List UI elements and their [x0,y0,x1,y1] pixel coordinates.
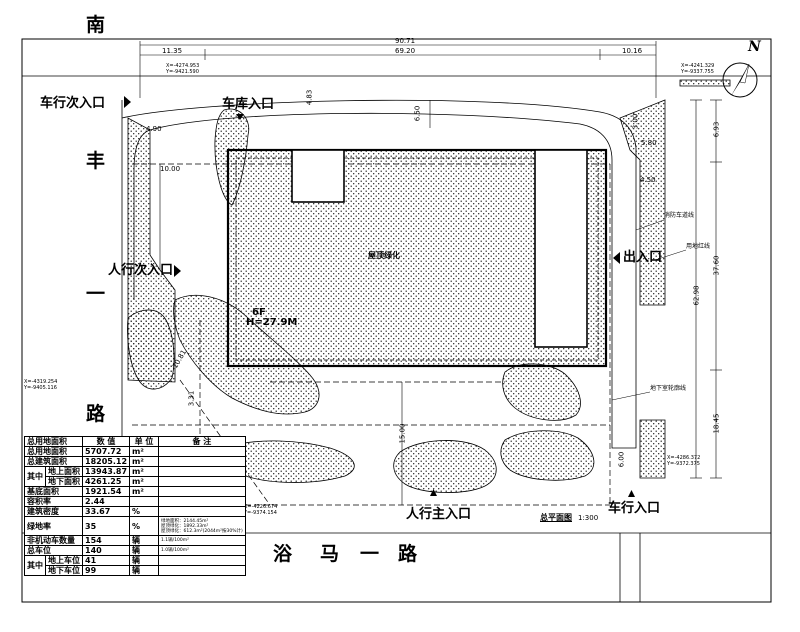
table-row: 绿地率 35 % 绿地面积：2144.45m² 屋顶绿化：1892.33m² 屋… [24,516,246,536]
building-core-2 [534,149,588,348]
table-row: 地下车位 99 辆 [25,565,246,576]
dim-10-00: 10.00 [160,165,181,173]
dim-6-00: 6.00 [617,451,626,468]
dimension-lines [139,41,722,505]
dim-4-83: 4.83 [305,89,314,106]
table-row: 地下面积 4261.25 m² [25,476,246,487]
main-building [226,148,608,368]
road-name-left-3: 路 [86,403,106,425]
table-row: 总建筑面积 18205.12 m² [24,456,246,467]
table-row: 容积率 2.44 [24,496,246,507]
exit-entrance-label: 出入口 [623,250,663,265]
road-name-bottom-4: 路 [398,543,418,565]
table-row: 非机动车数量 154 辆 1.1辆/100m² [24,535,246,546]
table-header-value: 数 值 [81,436,131,447]
entrance-arrows [124,96,635,497]
vehicle-main-entrance-label: 车行入口 [608,501,661,516]
coord-1-y: Y=-9421.590 [166,69,199,75]
dim-right-mid: 37.60 [712,255,721,276]
dim-right-total: 62.98 [692,285,701,306]
dim-6-50: 6.50 [413,105,422,122]
road-name-top: 南 [86,14,106,36]
road-name-left-1: 丰 [86,150,106,172]
coord-3-x: X=-4319.254 [24,379,58,385]
vehicle-main-arrow [628,490,635,497]
dim-total-width: 90.71 [395,37,416,45]
building-floors-label: 6F [252,307,266,318]
green-notes: 绿地面积：2144.45m² 屋顶绿化：1892.33m² 屋顶绿化：612.3… [158,516,246,536]
dim-3-31: 3.31 [187,390,196,407]
drawing-frame [21,38,772,603]
plan-scale: 1:300 [578,514,599,522]
dim-4-90: 4.90 [146,125,162,133]
road-name-bottom-3: 一 [360,543,380,565]
dim-right-seg: 10.16 [622,47,643,55]
table-row: 总用地面积 5707.72 m² [24,446,246,457]
coord-1-x: X=-4274.953 [166,63,200,69]
road-name-bottom-2: 马 [320,543,340,565]
coord-3-y: Y=-9405.116 [24,385,57,391]
dim-4-50: 4.50 [640,176,656,184]
table-row: 建筑密度 33.67 % [24,506,246,517]
table-row: 其中 地上车位 41 辆 [24,555,246,576]
dim-right-top: 6.93 [712,121,721,138]
leader-lines [611,219,687,401]
coord-5-y: Y=-9374.154 [244,510,277,516]
pedestrian-main-entrance-label: 人行主入口 [406,507,472,522]
coord-4-x: X=-4286.372 [667,455,701,461]
plan-title: 总平面图 [540,513,572,522]
callout-basement-outline: 地下室轮廓线 [650,385,687,392]
road-name-left-2: 一 [86,283,106,305]
coord-2-x: X=-4241.329 [681,63,715,69]
coord-5-x: X=-4226.674 [244,504,278,510]
vehicle-secondary-entrance-label: 车行次入口 [40,96,106,111]
table-header-note: 备 注 [158,436,246,447]
exit-arrow [613,252,620,264]
road-name-bottom-1: 浴 [273,543,293,565]
building-height-label: H=27.9M [246,317,298,328]
table-header-unit: 单 位 [129,436,160,447]
dim-15-00: 15.00 [398,423,407,444]
callout-fire-lane: 消防车道线 [664,212,695,219]
roof-green-label: 屋顶绿化 [368,251,400,260]
north-label: N [748,39,761,55]
table-row: 总车位 140 辆 1.0辆/100m² [24,545,246,556]
callout-red-line: 用地红线 [686,243,711,250]
dim-right-bottom: 18.45 [712,413,721,434]
coord-4-y: Y=-9372.375 [667,461,700,467]
table-header-name: 总用地面积 [24,436,83,447]
garage-arrow [236,114,244,120]
pedestrian-secondary-arrow [174,265,181,277]
vehicle-secondary-arrow [124,96,131,108]
coord-2-y: Y=-9337.755 [681,69,714,75]
dim-mid-seg: 69.20 [395,47,416,55]
dim-5-80: 5.80 [641,139,657,147]
indicator-table: 总用地面积 数 值 单 位 备 注 总用地面积 5707.72 m² 总建筑面积… [24,436,246,576]
building-core-1 [291,149,345,203]
dim-left-seg: 11.35 [162,47,183,55]
north-arrow [722,62,758,98]
dim-3-00: 3.00 [631,113,640,130]
table-row: 基底面积 1921.54 m² [24,486,246,497]
table-row: 其中 地上面积 13943.87 m² [24,466,246,487]
internal-road [121,99,637,449]
pedestrian-main-arrow [430,489,437,496]
garage-entrance-label: 车库入口 [222,97,275,112]
pedestrian-secondary-entrance-label: 人行次入口 [108,263,174,278]
